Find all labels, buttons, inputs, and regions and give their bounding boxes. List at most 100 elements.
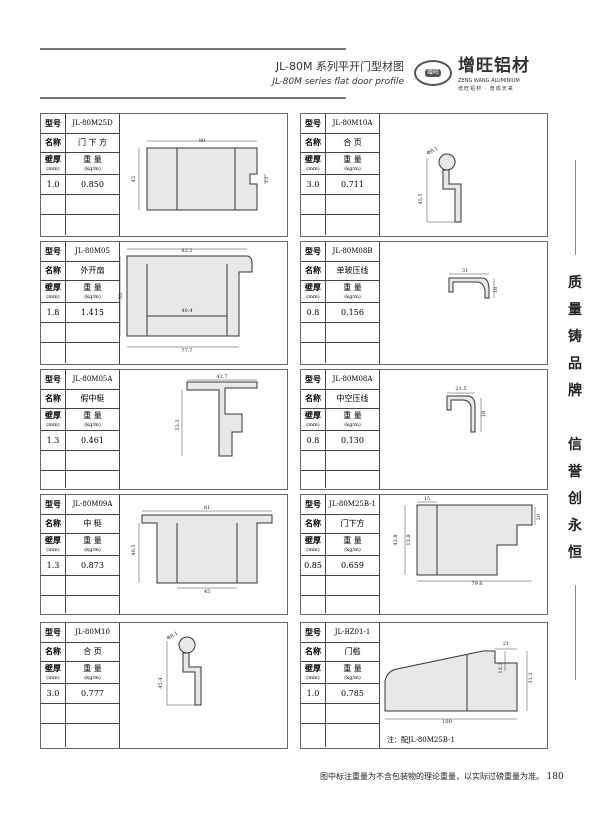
spec-cell: 壁厚(mm): [41, 534, 66, 555]
dimension-label: 18: [493, 287, 499, 293]
spec-row: 名称中 梃: [41, 515, 119, 534]
spec-value: 1.0: [46, 179, 60, 189]
spec-value: 重 量: [343, 411, 362, 421]
spec-cell: 门 下 方: [66, 134, 119, 152]
spec-value: 壁厚: [45, 282, 61, 293]
spec-cell: 1.0: [41, 175, 66, 194]
spec-cell: 名称: [301, 262, 326, 280]
spec-cell: 名称: [41, 390, 66, 408]
spec-value: (kg/m): [84, 165, 101, 172]
spec-cell: 1.8: [41, 303, 66, 322]
spec-cell: 重 量(kg/m): [326, 662, 379, 683]
slogan-char: 牌: [568, 383, 582, 399]
spec-cell: JL-80M25D: [66, 114, 119, 133]
spec-cell: 型号: [41, 623, 66, 642]
spec-cell: 0.711: [326, 175, 379, 194]
spec-value: JL-80M25B-1: [329, 500, 376, 509]
spec-row: [41, 471, 119, 488]
spec-value: 外开扇: [80, 266, 105, 276]
brand-name-en: ZENG WANG ALUMINIUM: [458, 78, 520, 84]
spec-value: JL-80M10A: [332, 119, 373, 128]
spec-cell: 型号: [41, 495, 66, 514]
spec-cell: 门槛: [326, 643, 379, 661]
spec-value: 壁厚: [45, 663, 61, 674]
spec-value: JL-80M10: [75, 628, 110, 637]
spec-row: [301, 724, 379, 747]
spec-cell: 假中梃: [66, 390, 119, 408]
dimension-label: 42.8: [393, 534, 399, 545]
dimension-label: 15: [424, 496, 430, 502]
spec-value: 型号: [305, 117, 321, 128]
dimension-label: Φ8.1: [426, 146, 439, 157]
slogan-rule-bottom: [575, 585, 576, 680]
slogan-char: 量: [568, 302, 582, 318]
dimension-lines: [166, 641, 195, 706]
spec-value: 名称: [305, 265, 321, 276]
spec-value: (mm): [306, 293, 320, 300]
spec-row: [41, 323, 119, 343]
spec-row: 名称门下方: [301, 515, 379, 534]
spec-cell: 名称: [41, 134, 66, 152]
spec-cell: 名称: [41, 643, 66, 661]
spec-cell: [66, 704, 119, 723]
spec-value: 门槛: [344, 647, 361, 657]
spec-cell: 0.156: [326, 303, 379, 322]
slogan-char: [565, 405, 585, 432]
dimension-lines: [119, 248, 247, 348]
spec-cell: [301, 596, 326, 613]
dimension-label: 31: [462, 268, 468, 274]
spec-value: JL-80M08B: [332, 247, 373, 256]
spec-value: 壁厚: [305, 535, 321, 546]
spec-value: (mm): [306, 421, 320, 428]
spec-row: 壁厚(mm)重 量(kg/m): [301, 153, 379, 175]
spec-value: (kg/m): [84, 546, 101, 553]
spec-cell: 重 量(kg/m): [66, 153, 119, 174]
dimension-label: 45.4: [158, 677, 164, 688]
spec-row: 型号 JL-80M10: [41, 623, 119, 643]
spec-cell: 0.461: [66, 431, 119, 450]
spec-cell: 重 量(kg/m): [326, 534, 379, 555]
spec-row: 名称门 下 方: [41, 134, 119, 153]
spec-row: [41, 343, 119, 363]
spec-row: 型号 JL-80M10A: [301, 114, 379, 134]
spec-value: JL-80M05: [75, 247, 110, 256]
spec-value: JL-80M05A: [72, 375, 113, 384]
spec-row: [301, 195, 379, 215]
spec-value: 0.711: [341, 179, 364, 189]
spec-value: 名称: [45, 518, 61, 529]
spec-cell: 1.415: [66, 303, 119, 322]
spec-cell: JL-BZ01-1: [326, 623, 379, 642]
spec-cell: [66, 195, 119, 214]
spec-cell: JL-80M05A: [66, 370, 119, 389]
spec-row: [41, 451, 119, 471]
spec-value: 名称: [305, 393, 321, 404]
spec-cell: [301, 704, 326, 723]
dimension-lines: [138, 510, 272, 589]
spec-cell: 重 量(kg/m): [326, 281, 379, 302]
brand-name: 增旺铝材: [458, 56, 530, 76]
spec-cell: 型号: [301, 623, 326, 642]
spec-value: 重 量: [83, 155, 102, 165]
spec-row: 壁厚(mm)重 量(kg/m): [41, 153, 119, 175]
spec-row: 名称单玻压线: [301, 262, 379, 281]
spec-cell: 壁厚(mm): [41, 662, 66, 683]
spec-cell: 型号: [301, 495, 326, 514]
spec-cell: [301, 215, 326, 235]
spec-value: (kg/m): [344, 674, 361, 681]
spec-cell: [301, 576, 326, 595]
dimension-label: Φ8.1: [166, 631, 179, 642]
spec-value: JL-80M25D: [72, 119, 113, 128]
spec-cell: 型号: [301, 370, 326, 389]
spec-cell: 壁厚(mm): [301, 662, 326, 683]
dimension-lines: [385, 648, 528, 720]
dimension-lines: [181, 379, 257, 456]
